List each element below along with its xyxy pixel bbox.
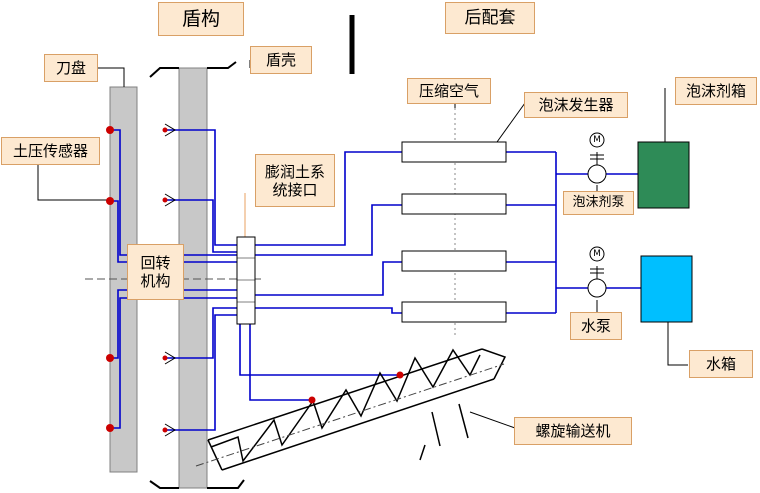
foam-tank-vessel bbox=[637, 141, 690, 209]
cutterhead-sensors bbox=[106, 126, 114, 432]
water-pump-symbol bbox=[587, 246, 607, 298]
earth-pressure-sensor-label: 土压传感器 bbox=[1, 137, 100, 165]
cutterhead-label: 刀盘 bbox=[44, 54, 98, 82]
compressed-air-label: 压缩空气 bbox=[407, 78, 491, 104]
shell-label: 盾壳 bbox=[250, 46, 312, 74]
shell-bottom-flange-left bbox=[149, 480, 179, 489]
backup-header: 后配套 bbox=[445, 2, 535, 34]
screw-conveyor-ports bbox=[308, 371, 404, 404]
foam-generator-label: 泡沫发生器 bbox=[524, 92, 628, 118]
rotary-mechanism-label: 回转机构 bbox=[127, 244, 184, 300]
screw-conveyor-label: 螺旋输送机 bbox=[514, 417, 632, 445]
foam-pump-motor-icon: M bbox=[593, 135, 601, 145]
water-tank-vessel bbox=[640, 255, 693, 323]
water-pump-motor-icon: M bbox=[593, 249, 601, 259]
shell-nozzles bbox=[164, 123, 176, 437]
foam-pump-label: 泡沫剂泵 bbox=[563, 191, 634, 215]
water-pump-label: 水泵 bbox=[570, 312, 622, 340]
shell-bottom-flange-right bbox=[207, 479, 245, 489]
screw-conveyor-drawing bbox=[207, 348, 507, 471]
foam-generators bbox=[401, 141, 507, 323]
shield-header: 盾构 bbox=[158, 2, 244, 36]
shell-top-flange-left bbox=[149, 67, 179, 78]
water-tank-label: 水箱 bbox=[689, 350, 753, 378]
screw-conveyor-axis bbox=[195, 363, 505, 467]
bentonite-interface-label: 膨润土系统接口 bbox=[255, 154, 335, 207]
foam-tank-label: 泡沫剂箱 bbox=[675, 77, 757, 105]
foam-pump-symbol bbox=[587, 132, 607, 184]
shell-nozzle-dots bbox=[162, 127, 168, 433]
shell-top-flange-right bbox=[207, 61, 237, 69]
bentonite-interface-block bbox=[236, 236, 256, 325]
